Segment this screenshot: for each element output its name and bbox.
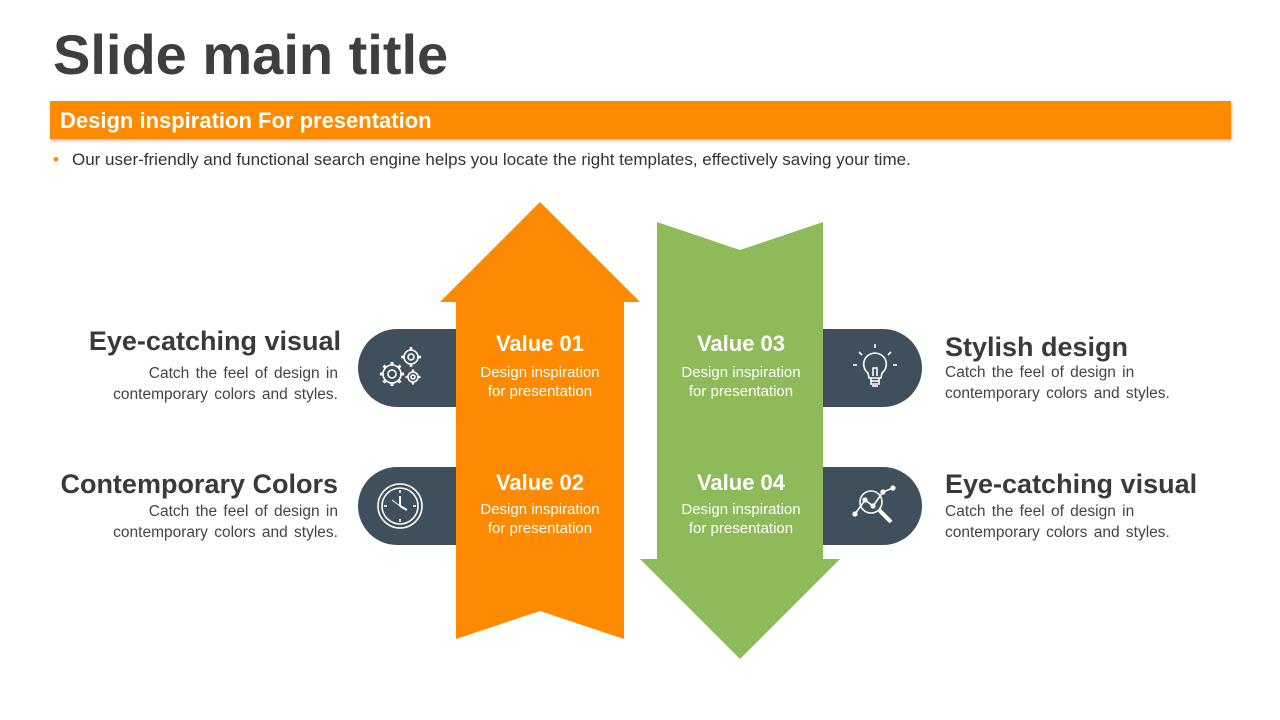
up-arrow (440, 202, 640, 639)
lightbulb-icon (847, 340, 903, 396)
magnifier-chart-icon (847, 478, 903, 534)
feature-1-desc-line1: Catch the feel of design in (148, 365, 338, 382)
down-arrow (640, 222, 840, 659)
value-03-desc-line1: Design inspiration (681, 364, 801, 381)
bullet-marker: • (53, 150, 59, 169)
value-02-title: Value 02 (495, 470, 585, 495)
subtitle-bar: Design inspiration For presentation (50, 101, 1231, 139)
feature-4-desc: Catch the feel of design in contemporary… (945, 501, 1195, 543)
feature-2-desc-line1: Catch the feel of design in (148, 503, 338, 520)
page-title: Slide main title (53, 23, 449, 86)
feature-4-desc-line2: contemporary colors and styles. (945, 524, 1170, 541)
feature-1-desc-line2: contemporary colors and styles. (113, 386, 338, 403)
bullet-text: Our user-friendly and functional search … (72, 150, 911, 169)
feature-1-title: Eye-catching visual (88, 326, 341, 356)
value-03-desc: Design inspiration for presentation (656, 363, 826, 401)
value-01-desc-line1: Design inspiration (480, 364, 600, 381)
feature-1-desc: Catch the feel of design in contemporary… (88, 363, 338, 405)
feature-2-title: Contemporary Colors (60, 469, 338, 499)
value-01-desc-line2: for presentation (487, 383, 593, 400)
value-04-desc-line1: Design inspiration (681, 501, 801, 518)
value-02-desc: Design inspiration for presentation (455, 500, 625, 538)
feature-3-desc-line1: Catch the feel of design in (945, 364, 1135, 381)
value-01-title: Value 01 (495, 331, 585, 356)
feature-2-desc: Catch the feel of design in contemporary… (88, 501, 338, 543)
gears-icon (372, 340, 428, 396)
feature-3-desc-line2: contemporary colors and styles. (945, 385, 1170, 402)
feature-4-title: Eye-catching visual (945, 469, 1198, 499)
feature-2-desc-line2: contemporary colors and styles. (113, 524, 338, 541)
feature-3-title: Stylish design (945, 332, 1129, 362)
value-04-desc-line2: for presentation (688, 520, 794, 537)
value-04-desc: Design inspiration for presentation (656, 500, 826, 538)
value-02-desc-line1: Design inspiration (480, 501, 600, 518)
value-04-title: Value 04 (696, 470, 786, 495)
value-03-desc-line2: for presentation (688, 383, 794, 400)
value-01-desc: Design inspiration for presentation (455, 363, 625, 401)
feature-4-desc-line1: Catch the feel of design in (945, 503, 1135, 520)
clock-icon (372, 478, 428, 534)
value-03-title: Value 03 (696, 331, 786, 356)
feature-3-desc: Catch the feel of design in contemporary… (945, 362, 1195, 404)
subtitle-text: Design inspiration For presentation (60, 108, 432, 133)
value-02-desc-line2: for presentation (487, 520, 593, 537)
